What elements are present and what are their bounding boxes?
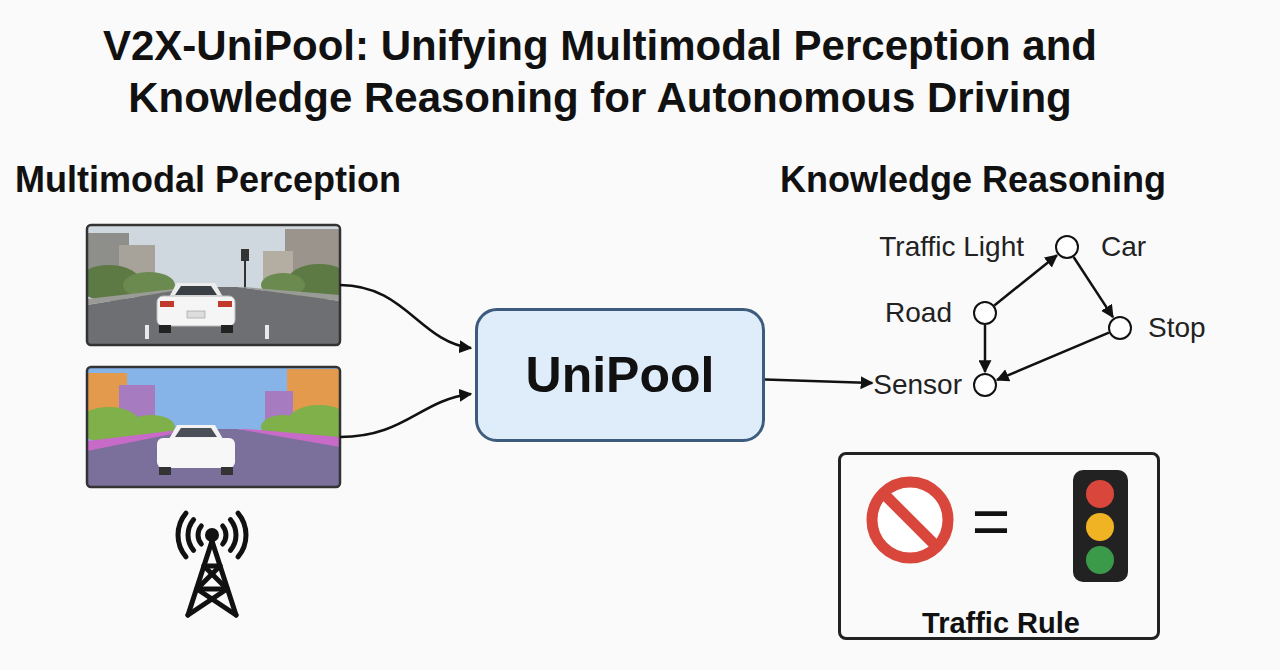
connector-arrow [984, 325, 987, 372]
tree [127, 415, 175, 439]
rule-box: = Traffic Rule [838, 452, 1160, 640]
tower-leg [212, 541, 236, 615]
car-roof [169, 283, 223, 297]
tower-brace [204, 566, 227, 589]
radio-wave [198, 526, 201, 544]
tower-brace [197, 566, 220, 589]
building [265, 391, 293, 435]
building [119, 245, 155, 293]
box-title: UniPool [526, 346, 715, 404]
building [287, 369, 340, 435]
building [87, 373, 127, 437]
tree [87, 265, 141, 301]
connector-arrow [1074, 257, 1113, 317]
node-label: Road [885, 297, 952, 329]
tree [261, 273, 305, 297]
lane-marking [145, 325, 149, 339]
road [87, 429, 340, 487]
light-pole [244, 253, 246, 289]
connector-arrow [994, 255, 1057, 305]
car [157, 425, 235, 475]
node-label: Sensor [873, 369, 962, 401]
radio-wave [178, 513, 186, 557]
connector-arrow [765, 380, 872, 383]
photo-frame [87, 367, 340, 487]
radio-wave [188, 520, 194, 551]
segmentation-image [77, 367, 351, 487]
sidewalk [237, 429, 340, 447]
node-label: Traffic Light [879, 231, 1024, 263]
tire [159, 467, 171, 475]
section-heading: Multimodal Perception [15, 159, 401, 201]
sky [87, 225, 340, 345]
car-window [175, 428, 217, 437]
tree [287, 264, 340, 300]
sign-slash [883, 493, 937, 547]
car-body [157, 296, 235, 326]
traffic-light [241, 249, 249, 261]
graph-node: Traffic LightCar [1055, 235, 1079, 259]
sign-ring [872, 482, 948, 558]
car-roof [169, 425, 223, 439]
building [263, 251, 293, 293]
tree [87, 407, 141, 443]
sidewalk [87, 429, 197, 451]
radio-wave [223, 526, 226, 544]
street-photo [77, 225, 351, 345]
tail-light [218, 301, 232, 307]
building [119, 385, 155, 435]
process-box: UniPool [475, 308, 765, 442]
box-caption: Traffic Rule [922, 607, 1080, 640]
road [87, 287, 340, 345]
radio-wave [230, 520, 236, 551]
building [285, 229, 340, 293]
tower-brace [197, 587, 227, 592]
sidewalk [237, 287, 340, 301]
yellow-lamp [1086, 513, 1114, 541]
car-body [157, 438, 235, 468]
tail-light [160, 301, 174, 307]
red-lamp [1086, 480, 1114, 508]
green-lamp [1086, 546, 1114, 574]
sky [87, 367, 340, 487]
connector-arrow [997, 333, 1109, 380]
node-label: Stop [1148, 312, 1206, 344]
tire [221, 467, 233, 475]
equals-sign: = [972, 483, 1011, 559]
tree [261, 415, 305, 439]
plate [187, 311, 205, 318]
prohibition-sign [872, 482, 948, 558]
graph-node: Road [973, 301, 997, 325]
graph-node: Stop [1108, 316, 1132, 340]
tire [221, 325, 233, 333]
photo-frame [87, 225, 340, 345]
input-arrow [340, 285, 471, 348]
node-label: Car [1101, 231, 1146, 263]
antenna-tip [205, 528, 219, 542]
tower-leg [188, 541, 212, 615]
radio-wave [238, 513, 246, 557]
input-arrow [340, 394, 471, 437]
tower-brace [204, 564, 220, 569]
car-window [175, 286, 217, 295]
graph-node: Sensor [973, 373, 997, 397]
light-housing [1073, 470, 1128, 582]
tree [123, 272, 175, 298]
traffic-light-symbol [1073, 470, 1128, 582]
sidewalk [87, 287, 197, 305]
building [87, 233, 129, 295]
tire [159, 325, 171, 333]
car [157, 283, 235, 333]
radio-tower-icon [178, 513, 246, 615]
tower-brace [188, 589, 227, 615]
tower-brace [197, 589, 236, 615]
section-heading: Knowledge Reasoning [780, 159, 1166, 201]
tree [287, 405, 340, 441]
lane-marking [265, 325, 269, 339]
diagram-title: V2X-UniPool: Unifying Multimodal Percept… [0, 20, 1200, 124]
